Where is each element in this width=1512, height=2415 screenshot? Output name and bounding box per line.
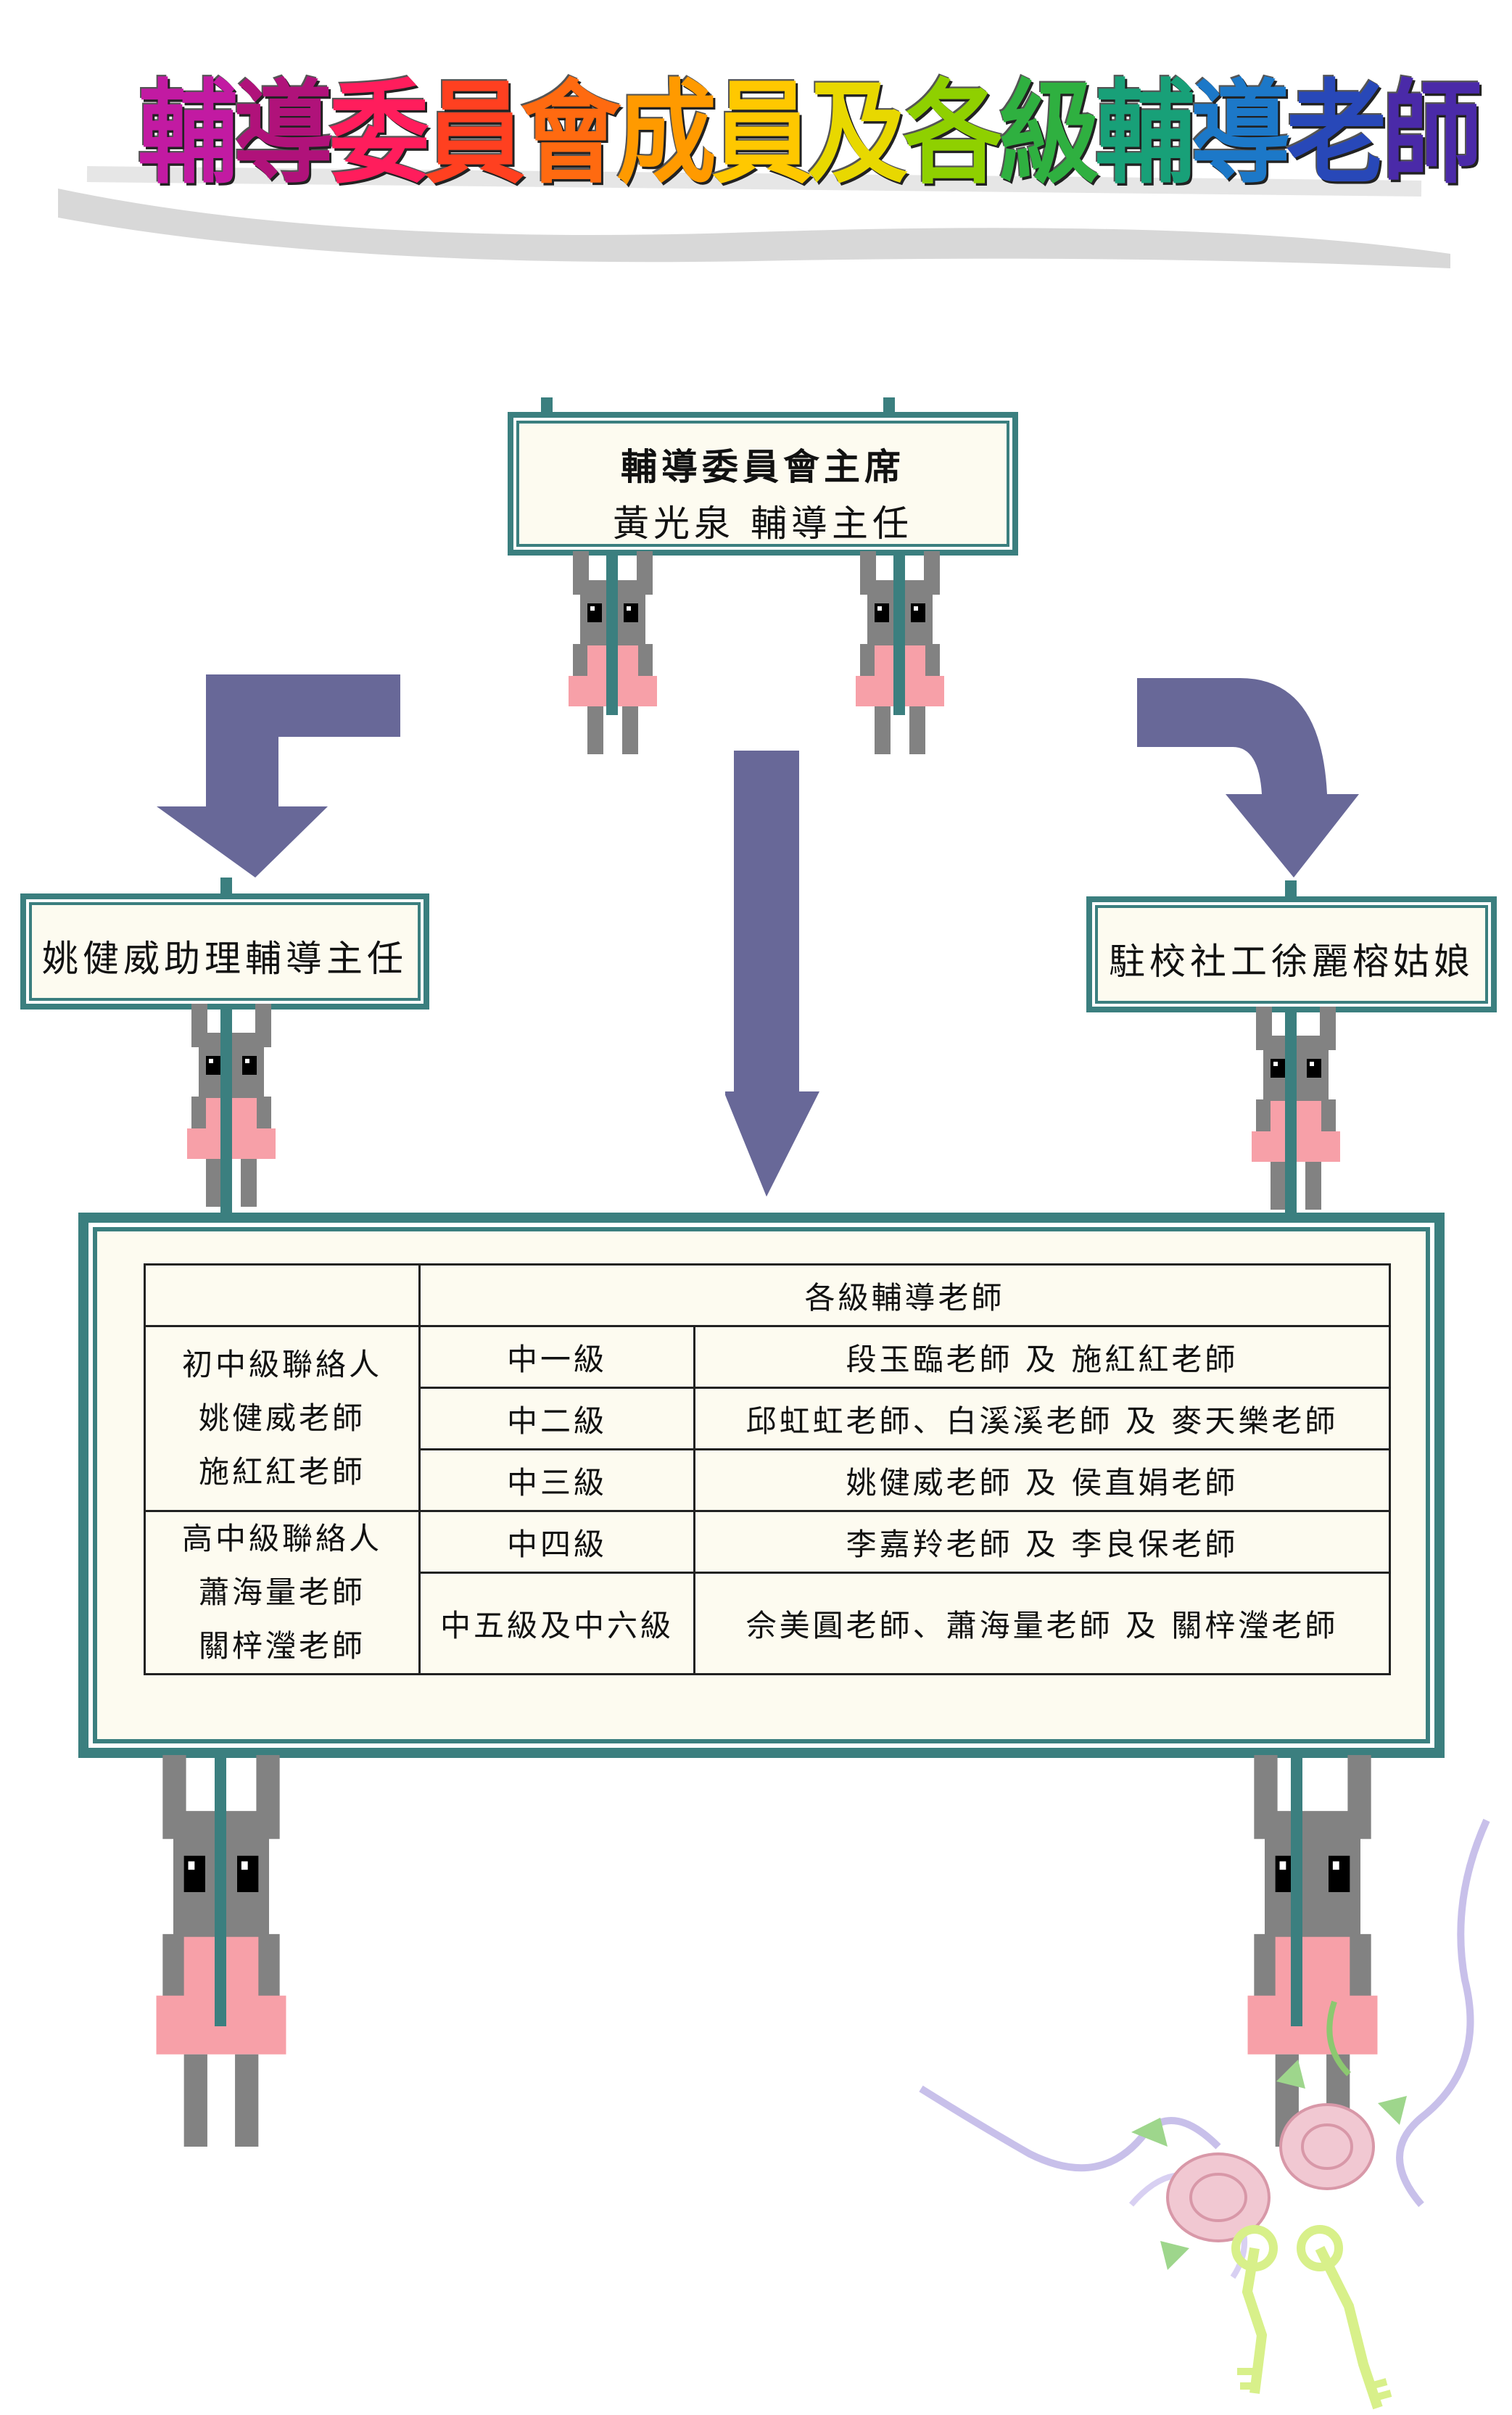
junior-contact-teacher: 施紅紅老師 bbox=[198, 1454, 365, 1490]
sign-pole bbox=[893, 556, 905, 715]
grade-cell: 中四級 bbox=[418, 1509, 695, 1574]
chair-sign: 輔導委員會主席 黃光泉 輔導主任 bbox=[508, 412, 1018, 556]
chair-name: 黃光泉 輔導主任 bbox=[613, 503, 913, 545]
arrow-left-icon bbox=[157, 674, 400, 878]
title-char: 委 bbox=[329, 68, 430, 199]
social-worker-sign: 駐校社工徐麗榕姑娘 bbox=[1086, 896, 1497, 1012]
sign-pole bbox=[1291, 1758, 1302, 2026]
table-header: 各級輔導老師 bbox=[418, 1263, 1391, 1327]
senior-contact-teacher: 關梓瀅老師 bbox=[198, 1628, 365, 1664]
sign-pole bbox=[220, 1010, 232, 1220]
arrow-curved-icon bbox=[1137, 678, 1359, 878]
social-worker-label: 駐校社工徐麗榕姑娘 bbox=[1109, 941, 1474, 983]
sign-pole bbox=[215, 1758, 226, 2026]
table-row: 中三級 姚健威老師 及 侯直娟老師 bbox=[145, 1448, 1391, 1512]
chair-role: 輔導委員會主席 bbox=[621, 445, 905, 488]
teachers-cell: 佘美圓老師、蕭海量老師 及 關梓瀅老師 bbox=[693, 1572, 1391, 1675]
title-char: 導 bbox=[234, 68, 334, 199]
table-row: 各級輔導老師 bbox=[144, 1263, 1391, 1327]
grade-cell: 中二級 bbox=[418, 1387, 695, 1450]
arrow-down-icon bbox=[725, 751, 819, 1197]
title-banner: 輔導委員會成員及各級輔導老師 bbox=[0, 0, 1512, 290]
title-char: 師 bbox=[1382, 68, 1483, 199]
senior-contact-cell: 高中級聯絡人 蕭海量老師 關梓瀅老師 bbox=[144, 1510, 421, 1675]
title-char: 輔 bbox=[138, 68, 239, 199]
title-char: 導 bbox=[1191, 68, 1292, 199]
grade-cell: 中五級及中六級 bbox=[418, 1572, 695, 1675]
table-row: 初中級聯絡人 姚健威老師 施紅紅老師 中一級 段玉臨老師 及 施紅紅老師 bbox=[144, 1325, 1391, 1512]
title-char: 員 bbox=[712, 68, 813, 199]
senior-contact-teacher: 蕭海量老師 bbox=[198, 1574, 365, 1610]
grade-cell: 中三級 bbox=[418, 1448, 695, 1512]
grade-cell: 中一級 bbox=[418, 1325, 695, 1389]
title-char: 級 bbox=[999, 68, 1100, 199]
rose-keys-decoration bbox=[919, 1818, 1490, 2410]
sign-pole bbox=[606, 556, 618, 715]
title-char: 成 bbox=[616, 68, 717, 199]
teachers-cell: 李嘉羚老師 及 李良保老師 bbox=[693, 1509, 1391, 1574]
assistant-label: 姚健威助理輔導主任 bbox=[42, 938, 408, 980]
title-char: 老 bbox=[1286, 68, 1387, 199]
table-row: 高中級聯絡人 蕭海量老師 關梓瀅老師 中四級 李嘉羚老師 及 李良保老師 bbox=[144, 1509, 1391, 1675]
teachers-table: 各級輔導老師 初中級聯絡人 姚健威老師 施紅紅老師 中一級 段玉臨老師 及 施紅… bbox=[144, 1263, 1391, 1675]
title-char: 各 bbox=[904, 68, 1004, 199]
junior-contact-title: 初中級聯絡人 bbox=[181, 1347, 382, 1382]
table-row: 中二級 邱虹虹老師、白溪溪老師 及 麥天樂老師 bbox=[145, 1387, 1391, 1450]
sign-pole bbox=[1285, 1012, 1297, 1220]
teachers-cell: 邱虹虹老師、白溪溪老師 及 麥天樂老師 bbox=[693, 1387, 1391, 1450]
title-char: 及 bbox=[808, 68, 909, 199]
title-char: 員 bbox=[425, 68, 526, 199]
teachers-cell: 姚健威老師 及 侯直娟老師 bbox=[693, 1448, 1391, 1512]
rabbit-icon bbox=[1247, 1755, 1378, 2147]
senior-contact-title: 高中級聯絡人 bbox=[181, 1521, 382, 1556]
title-shadow-graphic bbox=[58, 166, 1450, 268]
table-row: 中五級及中六級 佘美圓老師、蕭海量老師 及 關梓瀅老師 bbox=[145, 1572, 1391, 1675]
assistant-sign: 姚健威助理輔導主任 bbox=[20, 893, 429, 1010]
teachers-cell: 段玉臨老師 及 施紅紅老師 bbox=[693, 1325, 1391, 1389]
junior-contact-teacher: 姚健威老師 bbox=[198, 1400, 365, 1436]
junior-contact-cell: 初中級聯絡人 姚健威老師 施紅紅老師 bbox=[144, 1325, 421, 1512]
title-char: 會 bbox=[521, 68, 621, 199]
table-corner-cell bbox=[144, 1263, 421, 1327]
title-char: 輔 bbox=[1095, 68, 1196, 199]
